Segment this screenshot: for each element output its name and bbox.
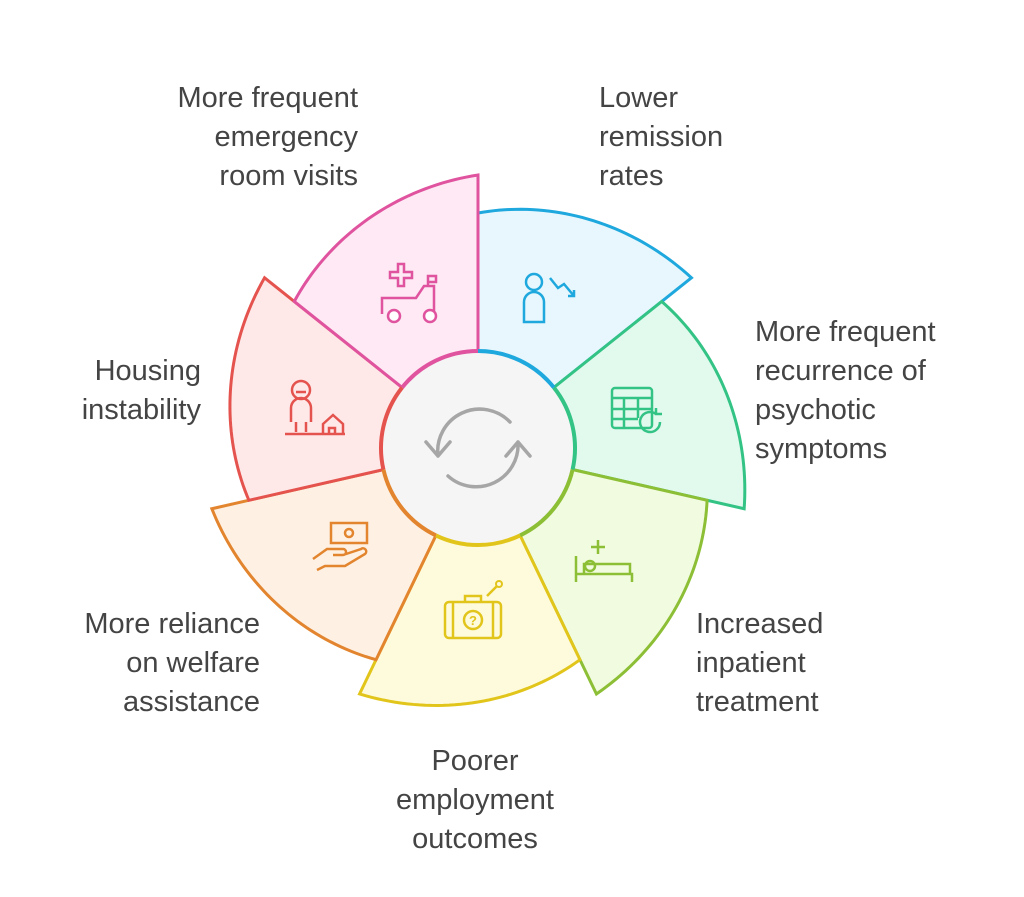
center-circle xyxy=(381,351,575,545)
center-ring-arc xyxy=(552,386,577,471)
segment-welfare-reliance xyxy=(209,467,439,662)
label-inpatient-treatment: Increased inpatient treatment xyxy=(696,608,824,718)
segment-employment-outcomes xyxy=(357,532,582,707)
label-lower-remission: Lower remission rates xyxy=(599,82,724,192)
label-welfare-reliance: More reliance on welfare assistance xyxy=(84,608,260,718)
center-ring-arc xyxy=(400,349,479,389)
label-er-visits: More frequent emergency room visits xyxy=(177,82,358,192)
briefcase-question-icon: ? xyxy=(443,580,503,640)
calendar-repeat-icon xyxy=(610,386,662,434)
segment-er-visits xyxy=(292,173,480,391)
label-psychotic-recurrence: More frequent recurrence of psychotic sy… xyxy=(755,316,936,465)
center-ring-arc xyxy=(381,469,437,538)
segment-housing-instability xyxy=(228,275,406,503)
center-ring-arc xyxy=(435,533,521,547)
segment-inpatient-treatment xyxy=(517,467,709,697)
hospital-bed-icon xyxy=(574,540,634,582)
hand-money-icon xyxy=(312,521,369,572)
center-ring-arc xyxy=(477,349,556,389)
label-employment-outcomes: Poorer employment outcomes xyxy=(396,745,554,855)
person-trend-down-icon xyxy=(522,272,576,324)
svg-text:?: ? xyxy=(469,613,477,628)
segment-lower-remission xyxy=(476,207,694,391)
cycle-arrows-icon xyxy=(424,407,532,489)
center-ring-arc xyxy=(379,386,404,471)
label-housing-instability: Housing instability xyxy=(81,355,201,426)
ambulance-icon xyxy=(380,262,438,324)
center-ring-arc xyxy=(519,469,575,538)
segment-psychotic-recurrence xyxy=(550,299,747,511)
person-house-icon xyxy=(285,379,345,436)
